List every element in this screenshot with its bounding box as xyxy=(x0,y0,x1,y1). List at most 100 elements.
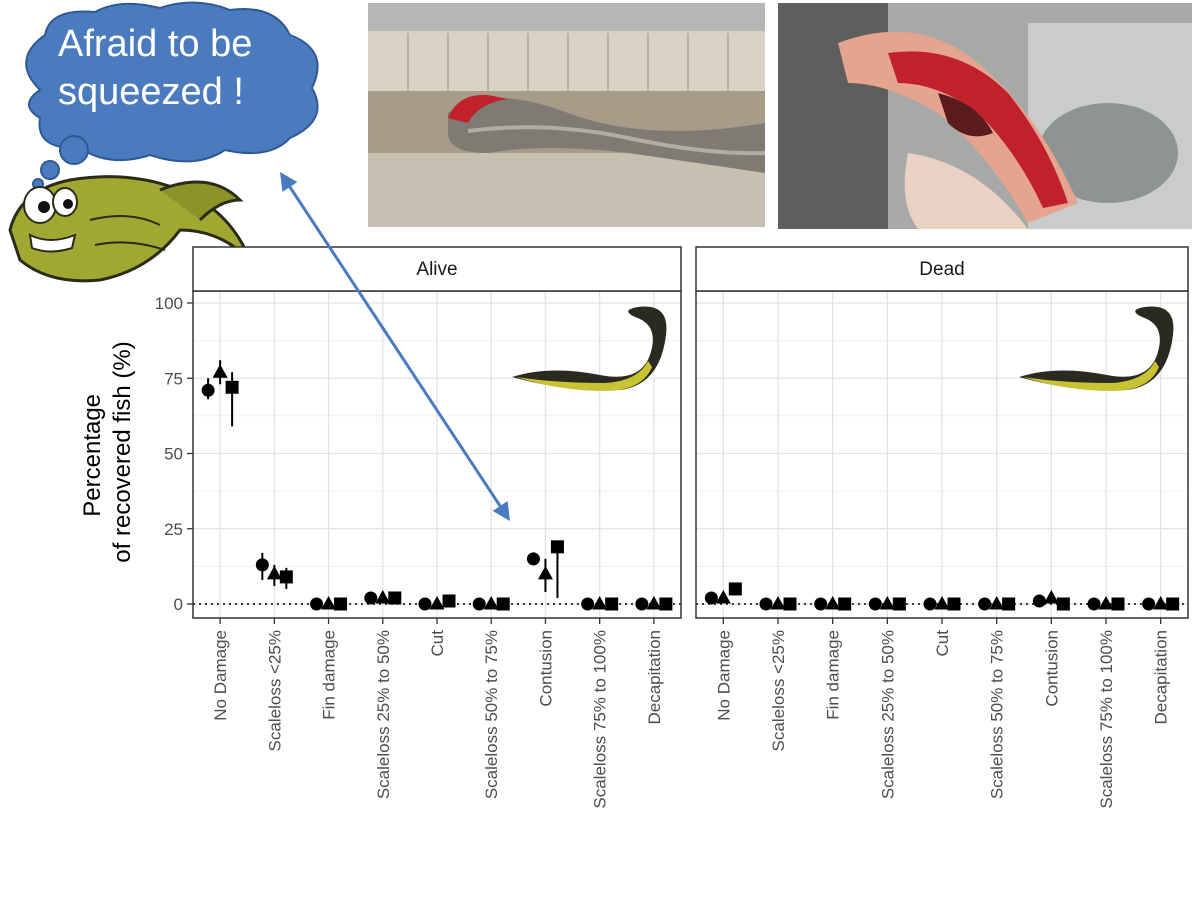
cartoon-eel-icon xyxy=(0,150,260,295)
data-point-triangle xyxy=(483,596,499,610)
x-tick-label: No Damage xyxy=(211,630,230,721)
data-point-triangle xyxy=(1153,596,1169,610)
data-point-circle xyxy=(814,597,828,611)
x-tick-label: Decapitation xyxy=(1152,630,1171,725)
data-point-square xyxy=(947,597,961,611)
data-point-triangle xyxy=(429,596,445,610)
data-point-square xyxy=(1111,597,1125,611)
data-point-square xyxy=(1056,597,1070,611)
thought-bubble: Afraid to be squeezed ! xyxy=(0,0,340,200)
x-tick-label: Scaleloss 25% to 50% xyxy=(878,630,897,799)
data-point-circle xyxy=(310,597,324,611)
data-point-circle xyxy=(635,597,649,611)
data-point-triangle xyxy=(989,596,1005,610)
data-point-circle xyxy=(526,552,540,566)
eel-silhouette-body xyxy=(1019,306,1174,391)
data-point-square xyxy=(442,594,456,608)
photo-damaged-eel-in-hands xyxy=(778,3,1192,229)
eel-silhouette-belly xyxy=(516,361,652,391)
eel-silhouette-belly xyxy=(1023,361,1159,391)
data-point-square xyxy=(1166,597,1180,611)
data-point-triangle xyxy=(212,364,228,378)
x-tick-label: Cut xyxy=(428,630,447,657)
data-point-triangle xyxy=(1043,589,1059,604)
x-tick-label: No Damage xyxy=(714,630,733,721)
facet-strip-label: Dead xyxy=(919,259,964,280)
data-point-triangle xyxy=(879,596,895,610)
data-point-triangle xyxy=(592,596,608,610)
data-point-triangle xyxy=(321,596,337,610)
data-point-triangle xyxy=(375,589,391,604)
y-axis-label-line-2: of recovered fish (%) xyxy=(109,341,136,562)
data-point-circle xyxy=(472,597,486,611)
data-point-circle xyxy=(418,597,432,611)
x-tick-label: Cut xyxy=(933,630,952,657)
data-point-circle xyxy=(255,558,269,572)
data-point-circle xyxy=(759,597,773,611)
data-point-square xyxy=(783,597,797,611)
data-point-triangle xyxy=(770,596,786,610)
eel-silhouette-body xyxy=(512,306,667,391)
x-tick-label: Scaleloss 25% to 50% xyxy=(374,630,393,799)
data-point-square xyxy=(279,570,293,584)
x-tick-label: Contusion xyxy=(536,630,555,707)
data-point-circle xyxy=(1087,597,1101,611)
data-point-circle xyxy=(581,597,595,611)
data-point-square xyxy=(605,597,619,611)
facet-panel-alive: Alive No Damage Scaleloss <25% Fin damage Sc… xyxy=(155,246,682,809)
annotation-arrow xyxy=(280,171,510,522)
data-point-square xyxy=(334,597,348,611)
data-point-circle xyxy=(923,597,937,611)
data-point-triangle xyxy=(1098,596,1114,610)
y-tick-label: 25 xyxy=(164,520,183,539)
data-point-circle xyxy=(1142,597,1156,611)
x-tick-label: Scaleloss 50% to 75% xyxy=(988,630,1007,799)
x-tick-label: Scaleloss <25% xyxy=(769,630,788,751)
data-point-square xyxy=(728,582,742,596)
y-axis-label: Percentage of recovered fish (%) xyxy=(79,341,136,562)
eel-silhouette-icon xyxy=(1019,306,1174,391)
data-point-circle xyxy=(364,591,378,605)
x-tick-label: Scaleloss 75% to 100% xyxy=(591,630,610,809)
x-tick-label: Fin damage xyxy=(824,630,843,720)
data-point-circle xyxy=(978,597,992,611)
x-tick-label: Fin damage xyxy=(320,630,339,720)
damaged-eel-picture xyxy=(778,3,1192,229)
data-point-circle xyxy=(1032,594,1046,608)
data-point-square xyxy=(496,597,510,611)
data-point-circle xyxy=(868,597,882,611)
y-tick-label: 0 xyxy=(174,595,183,614)
data-point-square xyxy=(659,597,673,611)
x-tick-label: Scaleloss <25% xyxy=(265,630,284,751)
bubble-text: Afraid to be squeezed ! xyxy=(58,23,253,113)
data-point-triangle xyxy=(646,596,662,610)
data-point-triangle xyxy=(266,565,282,580)
x-tick-label: Decapitation xyxy=(645,630,664,725)
thought-bubble-shape xyxy=(25,1,319,190)
data-point-square xyxy=(550,540,564,554)
facet-panel-dead: Dead No Damage Scaleloss <25% Fin damage Sca… xyxy=(695,246,1189,809)
y-tick-label: 75 xyxy=(164,369,183,388)
data-point-square xyxy=(838,597,852,611)
x-tick-label: Scaleloss 50% to 75% xyxy=(482,630,501,799)
data-point-square xyxy=(1002,597,1016,611)
y-axis-label-line-1: Percentage xyxy=(79,394,106,517)
facet-strip-label: Alive xyxy=(416,259,457,280)
facet-strip xyxy=(695,246,1189,292)
y-tick-label: 50 xyxy=(164,445,183,464)
data-point-square xyxy=(225,380,239,394)
data-point-circle xyxy=(201,383,215,397)
data-point-triangle xyxy=(934,596,950,610)
y-tick-label: 100 xyxy=(155,294,183,313)
x-tick-label: Contusion xyxy=(1042,630,1061,707)
data-point-triangle xyxy=(537,565,553,580)
data-point-square xyxy=(388,591,402,605)
data-point-circle xyxy=(704,591,718,605)
data-point-triangle xyxy=(825,596,841,610)
eel-silhouette-icon xyxy=(512,306,667,391)
data-point-triangle xyxy=(715,589,731,604)
data-point-square xyxy=(892,597,906,611)
x-tick-label: Scaleloss 75% to 100% xyxy=(1097,630,1116,809)
